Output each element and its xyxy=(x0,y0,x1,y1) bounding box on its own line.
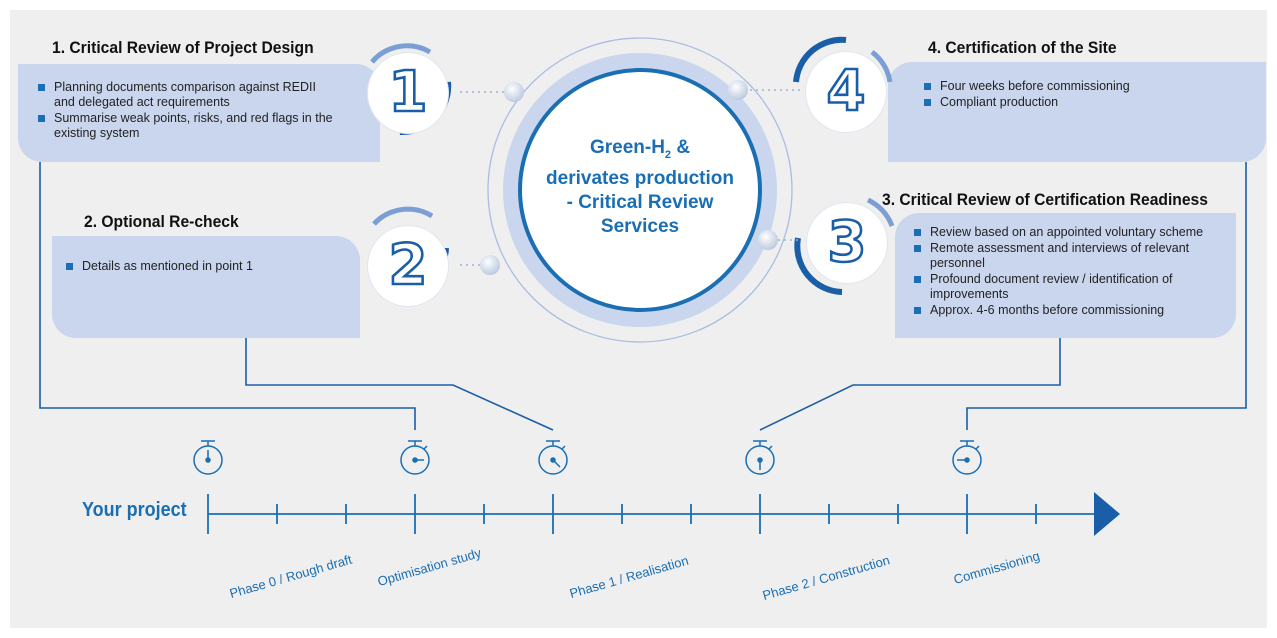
step-4-box xyxy=(888,62,1266,162)
stopwatch-icon xyxy=(745,440,775,475)
center-line-2: derivates production xyxy=(546,167,734,189)
step-4-number: 4 xyxy=(825,59,867,124)
center-title: Green-H2 & derivates production - Critic… xyxy=(545,136,735,239)
center-line-4: Services xyxy=(600,215,680,237)
connector-sphere xyxy=(758,230,778,250)
stopwatch-icon xyxy=(952,440,982,475)
list-item: Compliant production xyxy=(922,95,1222,110)
center-circle xyxy=(487,37,793,343)
step-1-box xyxy=(18,64,380,162)
step-4-number-badge: 4 xyxy=(806,52,886,132)
list-item: Summarise weak points, risks, and red fl… xyxy=(36,111,336,141)
step-2-number: 2 xyxy=(387,233,429,298)
timeline-label: Your project xyxy=(82,499,187,521)
list-item: Profound document review / identificatio… xyxy=(912,272,1212,302)
step-4-title: 4. Certification of the Site xyxy=(928,38,1117,57)
list-item: Review based on an appointed voluntary s… xyxy=(912,225,1212,240)
step-4-arc xyxy=(793,36,847,83)
step-3-arc xyxy=(794,237,843,295)
step-3-number: 3 xyxy=(826,210,868,275)
center-line-1: Green-H2 & xyxy=(589,137,691,161)
stopwatch-icon xyxy=(193,440,223,475)
list-item: Planning documents comparison against RE… xyxy=(36,80,336,110)
list-item: Remote assessment and interviews of rele… xyxy=(912,241,1212,271)
stopwatch-icon xyxy=(538,440,568,475)
step-4-bullets: Four weeks before commissioning Complian… xyxy=(922,79,1222,111)
list-item: Details as mentioned in point 1 xyxy=(64,259,334,274)
leader-lines xyxy=(39,162,1247,431)
step-1-bullets: Planning documents comparison against RE… xyxy=(36,80,336,142)
step-1-arc-light xyxy=(370,43,432,64)
connector-sphere xyxy=(480,255,500,275)
timeline-arrowhead xyxy=(1094,492,1120,536)
step-4-arc-light xyxy=(870,49,893,83)
step-2-box xyxy=(52,236,360,338)
list-item: Four weeks before commissioning xyxy=(922,79,1222,94)
step-1-title: 1. Critical Review of Project Design xyxy=(52,38,314,57)
step-3-bullets: Review based on an appointed voluntary s… xyxy=(912,225,1212,319)
step-2-title: 2. Optional Re-check xyxy=(84,212,239,231)
step-3-title: 3. Critical Review of Certification Read… xyxy=(882,190,1208,209)
step-1-number-badge: 1 xyxy=(368,53,448,133)
step-3-arc-light xyxy=(866,197,895,227)
stopwatch-icon xyxy=(400,440,430,475)
step-2-arc-light xyxy=(372,206,434,226)
step-2-number-badge: 2 xyxy=(368,226,448,306)
connector-sphere xyxy=(504,82,524,102)
connectors xyxy=(460,89,800,266)
step-3-number-badge: 3 xyxy=(807,203,887,283)
step-2-bullets: Details as mentioned in point 1 xyxy=(64,259,334,275)
step-3-box xyxy=(895,213,1236,338)
timeline-axis xyxy=(207,494,1100,534)
list-item: Approx. 4-6 months before commissioning xyxy=(912,303,1212,318)
connector-sphere xyxy=(728,80,748,100)
step-1-number: 1 xyxy=(387,60,429,125)
center-line-3: - Critical Review xyxy=(566,191,714,213)
